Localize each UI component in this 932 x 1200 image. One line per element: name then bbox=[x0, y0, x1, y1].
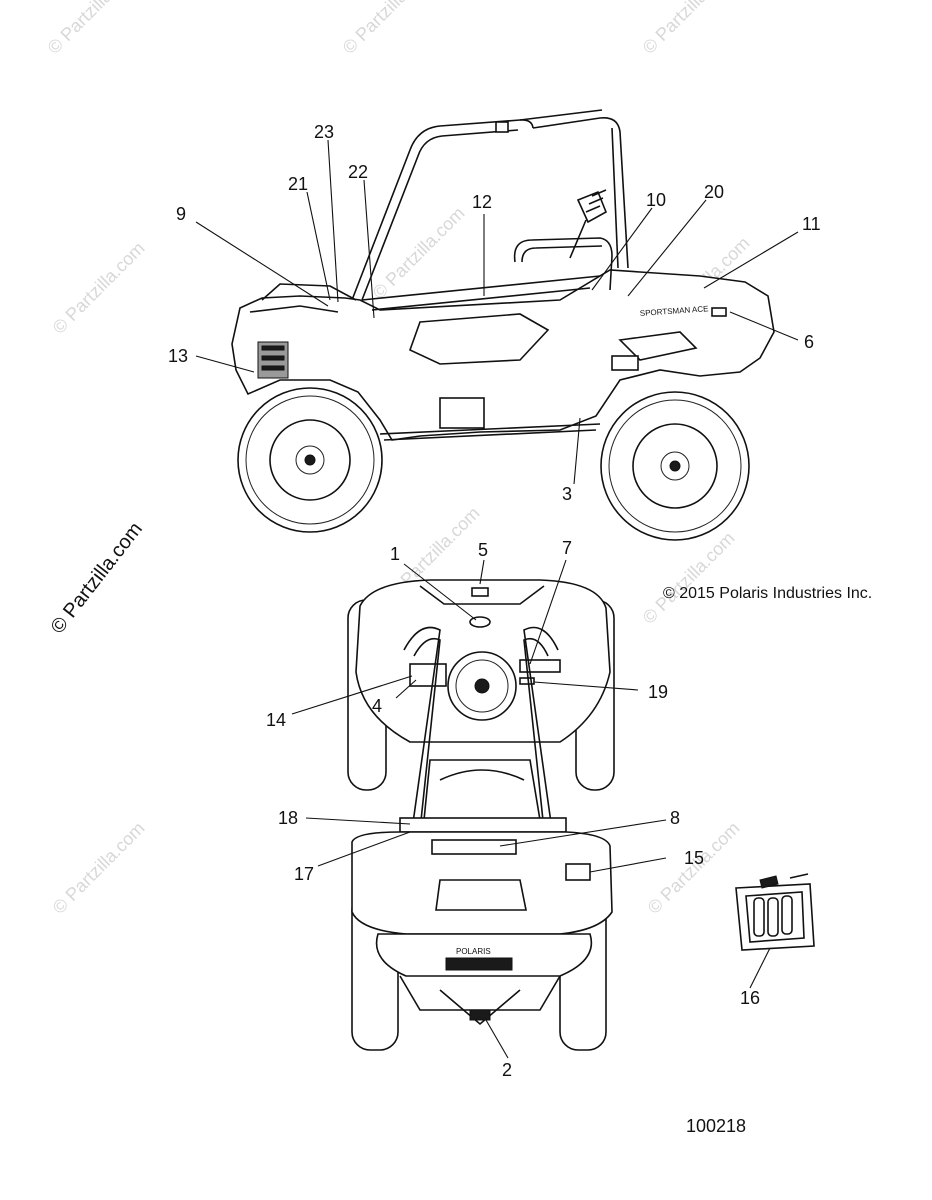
callout-4: 4 bbox=[372, 696, 382, 716]
rear-right-decal bbox=[565, 863, 591, 881]
side-view-vehicle: SPORTSMAN ACE bbox=[231, 109, 775, 541]
callout-18: 18 bbox=[278, 808, 298, 828]
callout-11: 11 bbox=[802, 214, 821, 234]
callout-8: 8 bbox=[670, 808, 680, 828]
watermark-text: © Partzilla.com bbox=[49, 818, 149, 918]
side-net-bar bbox=[513, 237, 613, 291]
hood-decal bbox=[471, 587, 489, 597]
watermark-text: © Partzilla.com bbox=[339, 0, 439, 58]
callout-15: 15 bbox=[684, 848, 704, 868]
callout-10: 10 bbox=[646, 190, 666, 210]
bed-decal bbox=[431, 839, 517, 855]
diagram-id: 100218 bbox=[686, 1116, 746, 1136]
watermark-text: © Partzilla.com bbox=[639, 528, 739, 628]
callout-14: 14 bbox=[266, 710, 286, 730]
callout-2: 2 bbox=[502, 1060, 512, 1080]
callout-3: 3 bbox=[562, 484, 572, 504]
roll-cage-rear-tube bbox=[532, 116, 629, 269]
watermark-text: © Partzilla.com bbox=[639, 0, 739, 58]
copyright-notice: © 2015 Polaris Industries Inc. bbox=[663, 585, 872, 602]
callout-7: 7 bbox=[562, 538, 572, 558]
watermark-text: © Partzilla.com bbox=[49, 238, 149, 338]
callout-9: 9 bbox=[176, 204, 186, 224]
rear-cross-bar bbox=[399, 817, 567, 833]
callouts: 23 21 22 9 12 10 20 11 6 13 3 1 5 7 14 4… bbox=[168, 122, 821, 1080]
cage-clamp bbox=[495, 121, 509, 133]
callout-17: 17 bbox=[294, 864, 314, 884]
seat bbox=[409, 313, 550, 365]
callout-20: 20 bbox=[704, 182, 724, 202]
rear-cargo-bed bbox=[351, 831, 613, 935]
callout-6: 6 bbox=[804, 332, 814, 352]
cage-tube-right bbox=[523, 626, 559, 831]
rear-shock bbox=[576, 190, 608, 224]
callout-13: 13 bbox=[168, 346, 188, 366]
cage-tube-left bbox=[403, 626, 441, 831]
callout-21: 21 bbox=[288, 174, 308, 194]
rear-grille bbox=[445, 957, 513, 971]
dash-decal-left bbox=[409, 663, 447, 687]
engine-side-vent bbox=[618, 331, 698, 361]
leader-lines bbox=[195, 139, 799, 1059]
seat-top bbox=[423, 759, 541, 821]
roll-cage-front-tube bbox=[351, 119, 534, 301]
side-decal-panel bbox=[439, 397, 485, 429]
callout-16: 16 bbox=[740, 988, 760, 1008]
callout-1: 1 bbox=[390, 544, 400, 564]
hitch bbox=[469, 1009, 491, 1021]
part-16-rack bbox=[735, 873, 815, 951]
callout-5: 5 bbox=[478, 540, 488, 560]
rear-decal-label bbox=[711, 307, 727, 317]
callout-19: 19 bbox=[648, 682, 668, 702]
partzilla-watermark: © Partzilla.com bbox=[47, 518, 147, 638]
watermark-text: © Partzilla.com bbox=[44, 0, 144, 58]
callout-22: 22 bbox=[348, 162, 368, 182]
callout-12: 12 bbox=[472, 192, 492, 212]
polaris-logo: POLARIS bbox=[456, 947, 491, 956]
callout-23: 23 bbox=[314, 122, 334, 142]
top-view-vehicle: POLARIS bbox=[347, 579, 615, 1051]
